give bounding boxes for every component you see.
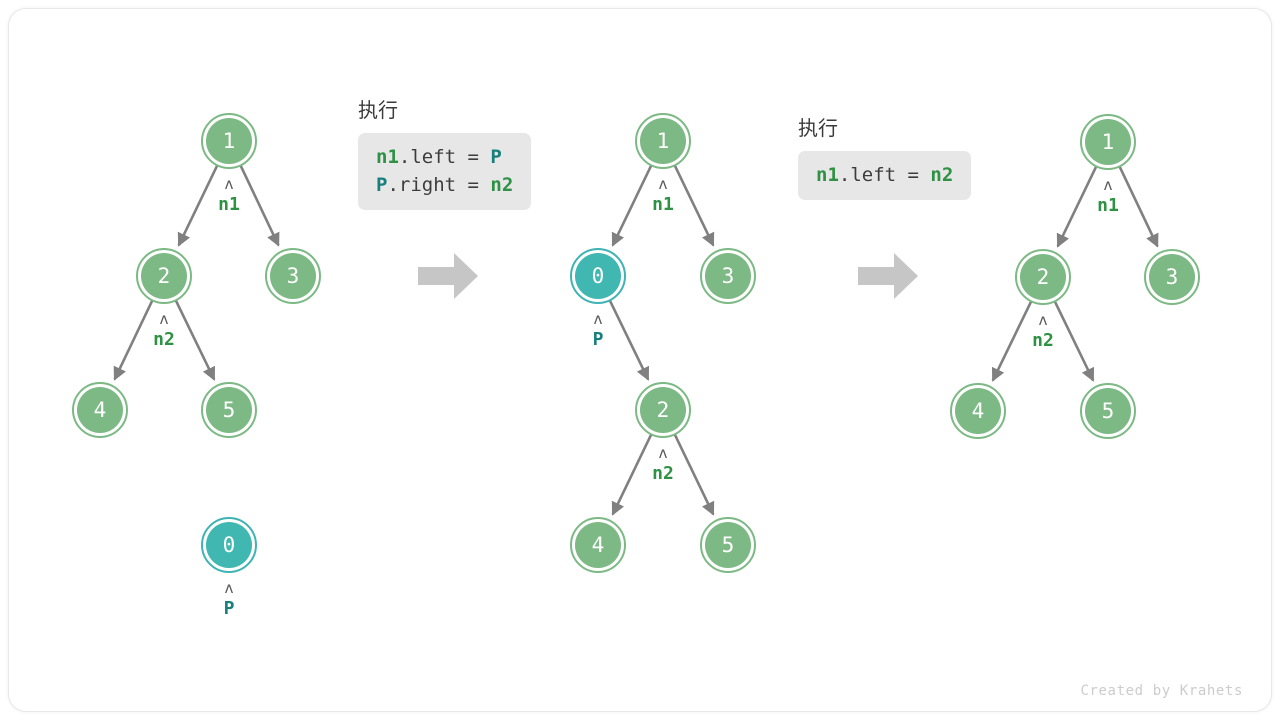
pointer-name: n2 (1032, 330, 1054, 351)
caret-up-icon: ʌ (1103, 176, 1113, 194)
tree-node-0[interactable]: 0 (201, 517, 257, 573)
code-token: n1 (816, 164, 839, 186)
tree-edge (611, 164, 653, 247)
tree-node-2[interactable]: 2 (136, 248, 192, 304)
tree-edge (1053, 300, 1095, 382)
tree-node-2[interactable]: 2 (1015, 249, 1071, 305)
tree-node-5[interactable]: 5 (700, 517, 756, 573)
tree-node-value: 3 (270, 253, 316, 299)
tree-node-value: 5 (1085, 388, 1131, 434)
tree-node-5[interactable]: 5 (201, 382, 257, 438)
tree-node-value: 1 (1085, 119, 1131, 165)
tree-edge (177, 164, 219, 247)
tree-edge (239, 164, 280, 247)
tree-edge (991, 300, 1033, 382)
tree-node-4[interactable]: 4 (570, 517, 626, 573)
tree-node-value: 2 (1020, 254, 1066, 300)
caret-up-icon: ʌ (159, 310, 169, 328)
code-token: n2 (930, 164, 954, 186)
tree-node-3[interactable]: 3 (265, 248, 321, 304)
tree-edge (1056, 165, 1098, 248)
tree-node-2[interactable]: 2 (635, 382, 691, 438)
tree-node-value: 5 (206, 387, 252, 433)
transition-arrow-2 (856, 249, 920, 303)
code-token: n1 (376, 146, 399, 168)
tree-node-value: 0 (206, 522, 252, 568)
caret-up-icon: ʌ (224, 579, 234, 597)
tree-edge (611, 433, 653, 516)
tree-node-value: 4 (955, 388, 1001, 434)
tree-node-value: 1 (640, 118, 686, 164)
tree-edge (174, 299, 216, 381)
tree-node-0[interactable]: 0 (570, 248, 626, 304)
tree-node-value: 3 (705, 253, 751, 299)
code-token: .right = (387, 174, 491, 196)
exec-label: 执行 (358, 98, 398, 122)
code-token: .left = (838, 164, 931, 186)
pointer-name: P (592, 329, 604, 350)
pointer-name: P (223, 598, 235, 619)
tree-node-value: 1 (206, 118, 252, 164)
pointer-name: n1 (218, 194, 240, 215)
transition-arrow-1 (416, 249, 480, 303)
tree-node-3[interactable]: 3 (1144, 249, 1200, 305)
tree-edge-layer (113, 164, 1159, 516)
code-line: n1.left = n2 (816, 161, 953, 189)
pointer-name: n1 (1097, 195, 1119, 216)
tree-node-4[interactable]: 4 (950, 383, 1006, 439)
exec-label: 执行 (798, 116, 838, 140)
code-token: P (376, 174, 388, 196)
tree-node-value: 4 (77, 387, 123, 433)
caret-up-icon: ʌ (1038, 311, 1048, 329)
tree-edge (113, 299, 154, 381)
tree-node-value: 4 (575, 522, 621, 568)
pointer-name: n2 (652, 463, 674, 484)
code-token: n2 (490, 174, 514, 196)
caret-up-icon: ʌ (658, 175, 668, 193)
footer-credit: Created by Krahets (1080, 683, 1243, 699)
pointer-name: n2 (153, 329, 175, 350)
tree-node-value: 2 (640, 387, 686, 433)
pointer-name: n1 (652, 194, 674, 215)
caret-up-icon: ʌ (224, 175, 234, 193)
caret-up-icon: ʌ (658, 444, 668, 462)
tree-node-3[interactable]: 3 (700, 248, 756, 304)
code-block-2: n1.left = n2 (798, 151, 972, 200)
tree-node-value: 3 (1149, 254, 1195, 300)
code-token: P (490, 146, 502, 168)
tree-node-value: 5 (705, 522, 751, 568)
tree-edge (673, 433, 715, 516)
tree-node-1[interactable]: 1 (1080, 114, 1136, 170)
exec-group-2: 执行 n1.left = n2 (798, 115, 972, 200)
tree-node-value: 0 (575, 253, 621, 299)
code-line: n1.left = P (376, 143, 513, 171)
tree-node-value: 2 (141, 253, 187, 299)
tree-node-1[interactable]: 1 (635, 113, 691, 169)
code-line: P.right = n2 (376, 171, 513, 199)
code-token: .left = (398, 146, 491, 168)
tree-node-5[interactable]: 5 (1080, 383, 1136, 439)
tree-node-1[interactable]: 1 (201, 113, 257, 169)
tree-edge (608, 299, 650, 381)
tree-node-4[interactable]: 4 (72, 382, 128, 438)
caret-up-icon: ʌ (593, 310, 603, 328)
tree-edge (673, 164, 715, 247)
tree-edge (1118, 165, 1159, 248)
